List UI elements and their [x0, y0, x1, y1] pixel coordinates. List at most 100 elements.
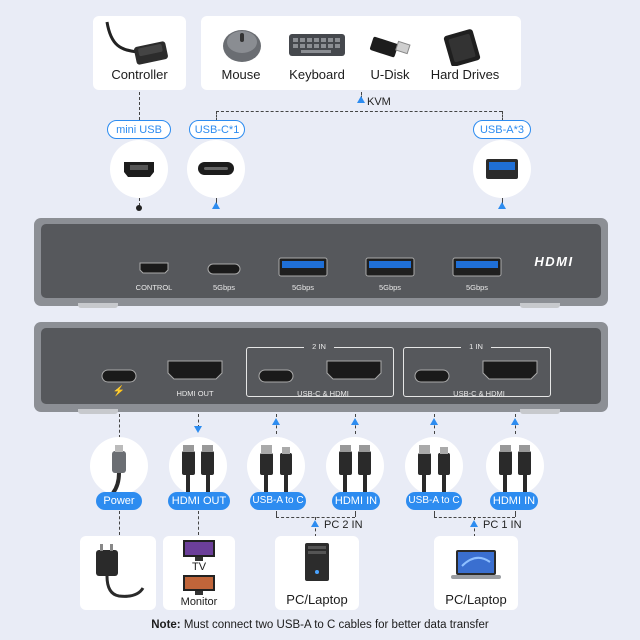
hdmi-logo: HDMI [534, 254, 574, 269]
rear-hdmi-out-port [167, 360, 223, 380]
pc1-usba-to-c-label: USB-A to C [406, 492, 462, 510]
laptop-icon [451, 550, 501, 579]
usb-c-arrow-icon [212, 202, 220, 209]
pc2-card: PC/Laptop [275, 536, 359, 610]
mini-usb-port-icon [124, 162, 154, 177]
note-prefix: Note: [151, 619, 181, 631]
usb-c-drop [216, 198, 217, 204]
controller-card: Controller [93, 16, 186, 90]
pc1-right-drop [515, 511, 516, 517]
pc1-arrow-icon [470, 520, 478, 527]
pc1-center-drop [474, 517, 475, 537]
input-2-hdmi-port [326, 360, 382, 380]
usb-a-to-c-cable-icon [418, 445, 450, 493]
power-bolt-icon: ⚡ [112, 386, 126, 397]
pc1-hdmi-in-label: HDMI IN [490, 492, 538, 510]
hard-drive-icon [443, 29, 481, 66]
power-cable-closeup [90, 437, 148, 495]
pc1-device-label: PC/Laptop [445, 592, 507, 607]
usb-c-port-closeup [187, 140, 245, 198]
hdmi-out-port-label: HDMI OUT [176, 389, 214, 398]
input-2-label: 2 IN [304, 342, 334, 351]
controller-label: Controller [111, 67, 168, 82]
rear-foot-right [520, 409, 560, 414]
usb-a-to-c-cable-icon [260, 445, 292, 493]
hdmi-out-cable-label: HDMI OUT [168, 492, 230, 510]
controller-line [139, 92, 140, 120]
usb-a-port-closeup [473, 140, 531, 198]
usb-drive-icon [369, 36, 411, 58]
pc1-card: PC/Laptop [434, 536, 518, 610]
usb-a-3-speed-label: 5Gbps [465, 283, 489, 292]
pc1-in-label: PC 1 IN [483, 519, 522, 531]
rear-power-usb-c-port [101, 369, 137, 383]
power-adapter-icon [96, 544, 145, 598]
input-2-ports-label: USB-C & HDMI [297, 389, 349, 398]
input-1-hdmi-port [482, 360, 538, 380]
note-body: Must connect two USB-A to C cables for b… [180, 619, 489, 631]
pc2-hdmi-cable-closeup [326, 437, 384, 495]
mini-usb-badge: mini USB [107, 120, 171, 139]
front-usb-a-port-3 [452, 257, 502, 277]
pc2-device-label: PC/Laptop [286, 592, 348, 607]
pc1-usbc-cable-closeup [405, 437, 463, 495]
pc1-usbc-arrow-icon [430, 418, 438, 425]
controller-icon [105, 21, 168, 65]
usb-a-1-speed-label: 5Gbps [291, 283, 315, 292]
usb-a-drop [502, 198, 503, 204]
hdmi-cable-icon [339, 445, 371, 493]
pc2-right-drop [355, 511, 356, 517]
mouse-label: Mouse [221, 67, 261, 82]
pc2-left-drop [276, 511, 277, 517]
hdmi-cable-icon [182, 445, 214, 493]
hdmi-out-bottom-drop [198, 511, 199, 535]
front-usb-a-port-1 [278, 257, 328, 277]
hdmi-out-cable-closeup [169, 437, 227, 495]
pc2-hdmi-arrow-icon [351, 418, 359, 425]
power-bottom-drop [119, 511, 120, 535]
kvm-bus-line [216, 111, 502, 112]
peripherals-card: Mouse Keyboard U-Disk Hard Drives [201, 16, 521, 90]
input-1-usb-c-port [414, 369, 450, 383]
tv-label: TV [191, 561, 207, 573]
pc2-in-label: PC 2 IN [324, 519, 363, 531]
keyboard-label: Keyboard [289, 67, 345, 82]
keyboard-icon [289, 34, 345, 56]
usb-a-arrow-icon [498, 202, 506, 209]
pc2-usbc-cable-closeup [247, 437, 305, 495]
hard-drives-label: Hard Drives [430, 67, 500, 82]
note-text: Note: Must connect two USB-A to C cables… [0, 619, 640, 631]
usb-a-2-speed-label: 5Gbps [378, 283, 402, 292]
hdmi-out-arrow-icon [194, 426, 202, 433]
input-1-ports-label: USB-C & HDMI [453, 389, 505, 398]
pc2-arrow-icon [311, 520, 319, 527]
kvm-arrow-icon [357, 96, 365, 103]
kvm-right-drop [502, 111, 503, 121]
rear-foot-left [78, 409, 118, 414]
input-1-label: 1 IN [461, 342, 491, 351]
udisk-label: U-Disk [370, 67, 410, 82]
monitor-label: Monitor [180, 596, 218, 608]
usb-c-badge: USB-C*1 [189, 120, 245, 139]
monitor-icon [183, 575, 215, 595]
display-card: TV Monitor [163, 536, 235, 610]
usb-a-port-icon [486, 159, 518, 179]
pc2-center-drop [315, 517, 316, 537]
pc1-left-drop [434, 511, 435, 517]
input-2-usb-c-port [258, 369, 294, 383]
front-foot-right [520, 303, 560, 308]
mini-usb-dot [136, 205, 142, 211]
tv-icon [183, 540, 215, 561]
pc2-usbc-arrow-icon [272, 418, 280, 425]
control-port-label: CONTROL [135, 283, 173, 292]
power-cable-label: Power [96, 492, 142, 510]
pc1-hdmi-arrow-icon [511, 418, 519, 425]
usb-c-speed-label: 5Gbps [212, 283, 236, 292]
desktop-pc-icon [305, 543, 329, 581]
mouse-icon [223, 30, 261, 62]
pc2-usba-to-c-label: USB-A to C [250, 492, 306, 510]
hdmi-cable-icon [499, 445, 531, 493]
front-mini-usb-port [139, 262, 169, 274]
usb-c-port-icon [198, 162, 234, 175]
mini-usb-port-closeup [110, 140, 168, 198]
